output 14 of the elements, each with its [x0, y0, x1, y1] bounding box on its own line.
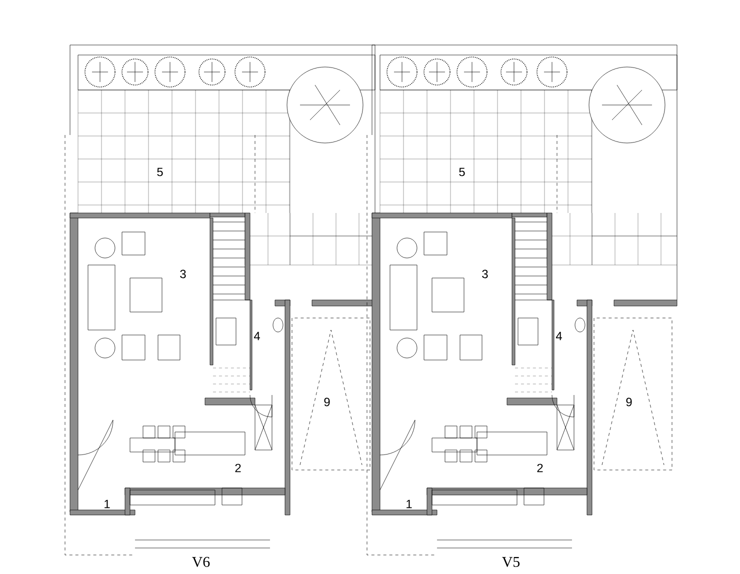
room-number: 2: [234, 462, 242, 474]
room-number: 1: [404, 498, 414, 510]
room-number: 4: [554, 330, 564, 342]
room-number: 5: [156, 166, 164, 178]
room-number: 1: [102, 498, 112, 510]
room-number: 3: [480, 268, 490, 280]
room-number: 9: [624, 396, 634, 408]
room-number: 5: [458, 166, 466, 178]
room-number: 3: [178, 268, 188, 280]
room-number: 9: [322, 396, 332, 408]
unit-label: V6: [190, 556, 212, 568]
unit-label: V5: [500, 556, 522, 568]
room-number: 4: [252, 330, 262, 342]
room-number: 2: [536, 462, 544, 474]
